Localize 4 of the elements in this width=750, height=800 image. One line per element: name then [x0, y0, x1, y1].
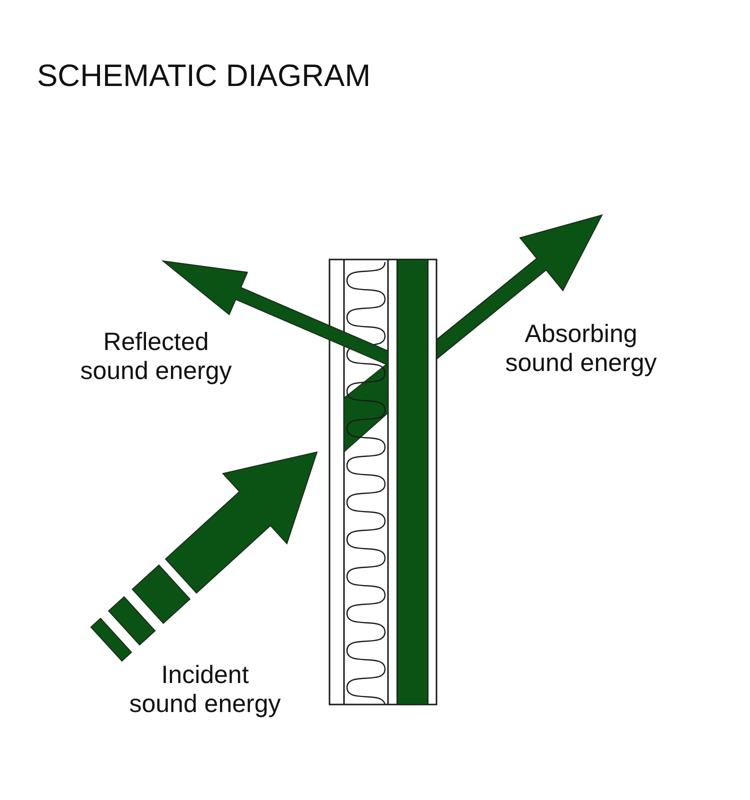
- arrow-label: Absorbing sound energy: [504, 320, 658, 378]
- diagram-title: SCHEMATIC DIAGRAM: [37, 58, 371, 94]
- arrow-label: Reflected sound energy: [79, 328, 233, 386]
- arrow-label: Incident sound energy: [128, 661, 282, 719]
